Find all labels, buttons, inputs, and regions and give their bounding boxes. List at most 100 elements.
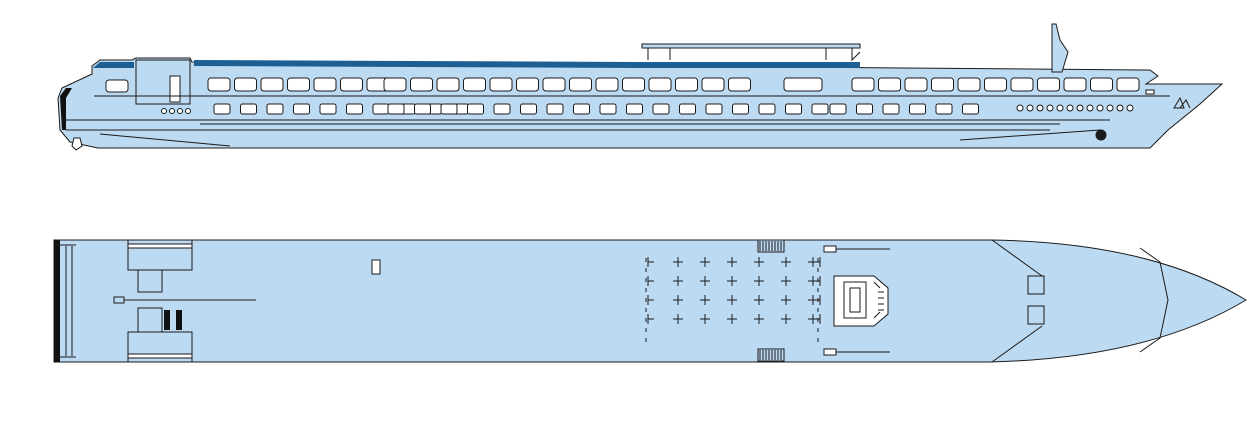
- side-window: [467, 103, 484, 115]
- side-window: [266, 103, 284, 115]
- side-window: [516, 77, 539, 92]
- side-wheelhouse-roof: [93, 62, 134, 68]
- side-porthole: [1056, 104, 1064, 112]
- side-window: [878, 77, 901, 92]
- side-wheelhouse-door: [169, 75, 181, 103]
- side-window: [957, 77, 981, 92]
- side-porthole: [1126, 104, 1134, 112]
- side-window: [414, 103, 431, 115]
- side-window: [240, 103, 257, 115]
- side-window: [679, 103, 696, 115]
- deck-console: [843, 281, 867, 319]
- deck-davit: [823, 245, 837, 253]
- side-window: [1010, 77, 1034, 92]
- deck-outline: [53, 239, 1247, 363]
- side-window: [573, 103, 590, 115]
- side-hull-curve: [99, 129, 1101, 147]
- side-window: [436, 77, 460, 92]
- side-window: [811, 103, 829, 115]
- side-window: [785, 103, 802, 115]
- side-window: [313, 77, 337, 92]
- ship-side-profile: [57, 23, 1224, 151]
- side-window: [935, 103, 953, 115]
- side-porthole: [1106, 104, 1114, 112]
- deck-bow-box: [1027, 305, 1045, 325]
- side-window: [1090, 77, 1113, 92]
- side-window: [882, 103, 900, 115]
- deck-davit: [823, 348, 837, 356]
- side-lower-windows: [213, 103, 979, 115]
- side-window: [909, 103, 926, 115]
- side-window: [410, 77, 433, 92]
- side-window: [851, 77, 875, 92]
- deck-console: [833, 275, 889, 327]
- side-window: [595, 77, 619, 92]
- side-window: [546, 103, 564, 115]
- side-window: [622, 77, 645, 92]
- side-window: [856, 103, 873, 115]
- side-porthole: [1046, 104, 1054, 112]
- deck-bow-inner: [1139, 247, 1169, 353]
- side-roof-strip: [640, 62, 860, 68]
- deck-vent: [176, 310, 182, 330]
- side-window: [234, 77, 257, 92]
- side-window: [213, 103, 231, 115]
- side-window: [319, 103, 337, 115]
- side-porthole: [185, 108, 191, 114]
- side-wheelhouse: [135, 59, 191, 105]
- side-porthole: [1026, 104, 1034, 112]
- stair-outline: [757, 348, 785, 362]
- deck-mast-base: [113, 296, 125, 304]
- side-window: [829, 103, 847, 115]
- side-rudder: [71, 137, 83, 151]
- stair-outline: [757, 239, 785, 253]
- side-wheelhouse-window: [105, 79, 129, 93]
- side-porthole: [1016, 104, 1024, 112]
- side-window: [260, 77, 284, 92]
- side-porthole: [1036, 104, 1044, 112]
- deck-stairwell: [137, 307, 163, 333]
- side-window: [207, 77, 231, 92]
- deck-bow-box: [1027, 275, 1045, 295]
- side-upper-windows: [207, 77, 1140, 92]
- side-window: [387, 103, 405, 115]
- side-portholes: [161, 104, 1134, 114]
- side-anchor: [1095, 129, 1107, 141]
- side-window: [732, 103, 749, 115]
- side-mast: [1051, 23, 1069, 73]
- side-window: [1063, 77, 1087, 92]
- side-porthole: [169, 108, 175, 114]
- side-window: [728, 77, 751, 92]
- side-window: [569, 77, 592, 92]
- deck-stern-band: [54, 240, 60, 362]
- side-window: [904, 77, 928, 92]
- deck-staircase: [757, 239, 785, 253]
- side-window: [340, 77, 363, 92]
- side-window: [652, 103, 670, 115]
- side-window: [493, 103, 511, 115]
- side-window: [962, 103, 979, 115]
- side-canopy: [641, 43, 861, 49]
- side-window: [705, 103, 723, 115]
- side-window: [931, 77, 954, 92]
- side-window: [675, 77, 698, 92]
- side-porthole: [1116, 104, 1124, 112]
- side-porthole: [1076, 104, 1084, 112]
- side-window: [1037, 77, 1060, 92]
- side-porthole: [1096, 104, 1104, 112]
- deck-bow-line: [991, 239, 1043, 363]
- side-porthole: [177, 108, 183, 114]
- deck-stairwell: [137, 269, 163, 293]
- side-porthole: [1066, 104, 1074, 112]
- side-window: [489, 77, 513, 92]
- side-window: [287, 77, 310, 92]
- deck-stairwell: [127, 243, 193, 249]
- deck-vent: [164, 310, 170, 330]
- side-window: [626, 103, 643, 115]
- side-window: [542, 77, 566, 92]
- side-porthole: [161, 108, 167, 114]
- deck-loungers: [647, 257, 821, 324]
- side-bow-marker: [1145, 89, 1155, 95]
